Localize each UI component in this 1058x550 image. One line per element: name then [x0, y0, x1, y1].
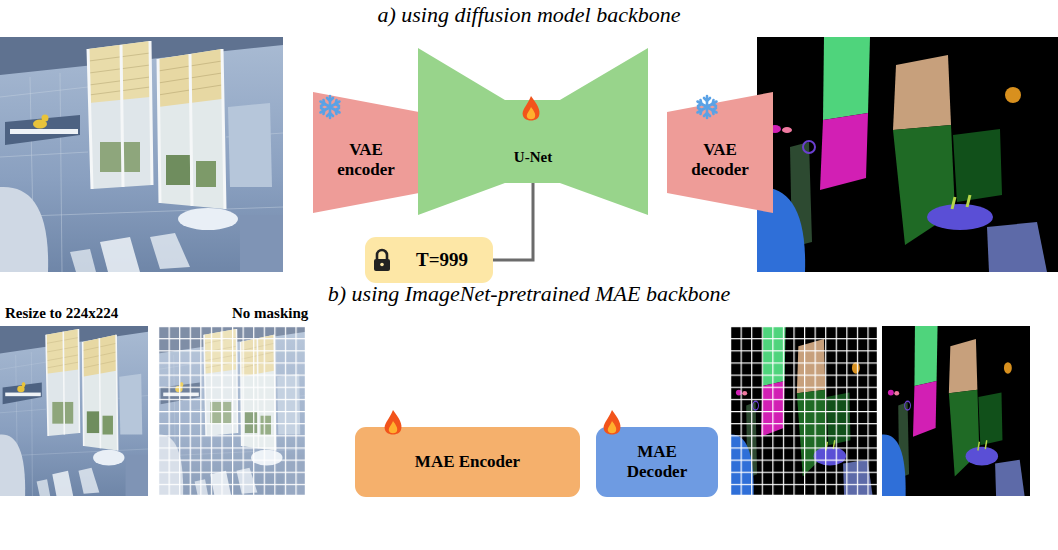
- trainable-flame: [604, 410, 621, 435]
- patched-photo-image: [158, 326, 306, 496]
- patch-grid-edge: [730, 326, 878, 496]
- node-content: MAE Decoder: [596, 427, 718, 497]
- frozen-snowflake-part: [698, 98, 716, 116]
- patch-grid-edge: [158, 326, 306, 496]
- decoder-block: VAE decoder: [667, 92, 773, 213]
- patch-grid: [730, 326, 878, 496]
- trainable-flame-part: [389, 421, 397, 433]
- unet-block-outline: [418, 48, 648, 215]
- encoder-box: MAE Encoder: [355, 427, 580, 497]
- panel-heading: b) using ImageNet-pretrained MAE backbon…: [0, 281, 1058, 307]
- frozen-snowflake: [321, 96, 340, 118]
- frozen-snowflake: [698, 96, 717, 118]
- lock-icon: [374, 250, 390, 271]
- trainable-flame-part: [523, 96, 540, 121]
- resized-photo: [0, 326, 148, 496]
- node-label: MAE Decoder: [617, 442, 697, 481]
- node-content: VAE encoder: [313, 92, 419, 213]
- frozen-snowflake-part: [321, 96, 340, 118]
- timestep-box-fill: [365, 237, 493, 283]
- node-content: U-Net: [418, 48, 648, 215]
- lock-icon-part: [380, 263, 384, 267]
- input-photo: [0, 37, 283, 272]
- unet-block-fill: [418, 48, 648, 215]
- output-segmentation: [757, 37, 1058, 272]
- panel-heading-text: a) using diffusion model backbone: [0, 2, 1058, 28]
- trainable-flame-part: [608, 421, 616, 433]
- patched-segmentation: [730, 326, 878, 496]
- node-label: MAE Encoder: [415, 452, 520, 472]
- patch-wash: [158, 326, 306, 496]
- trainable-flame: [523, 96, 540, 121]
- encoder-block: VAE encoder: [313, 92, 419, 213]
- trainable-flame-part: [527, 107, 535, 119]
- node-label: U-Net: [514, 149, 552, 166]
- connector-line: [493, 183, 533, 260]
- panel-heading-text: b) using ImageNet-pretrained MAE backbon…: [0, 281, 1058, 307]
- node-label: VAE encoder: [327, 140, 405, 179]
- frozen-snowflake-part: [698, 96, 717, 118]
- step-note-text: No masking: [232, 305, 342, 322]
- trainable-flame-part: [604, 410, 621, 435]
- node-label: T=999: [416, 249, 468, 271]
- patch-grid: [158, 326, 306, 496]
- step-note-text: Resize to 224x224: [5, 305, 205, 322]
- lock-icon-part: [377, 250, 387, 259]
- node-content: T=999: [365, 237, 493, 283]
- step-note: Resize to 224x224: [5, 305, 205, 322]
- decoder-box: MAE Decoder: [596, 427, 718, 497]
- final-segmentation: [882, 326, 1030, 496]
- encoder-box-fill: [355, 427, 580, 497]
- patched-photo: [158, 326, 306, 496]
- patched-seg-image: [730, 326, 878, 496]
- panel-heading: a) using diffusion model backbone: [0, 2, 1058, 28]
- node-label: VAE decoder: [681, 140, 759, 179]
- trainable-flame: [385, 410, 402, 435]
- trainable-flame-part: [385, 410, 402, 435]
- decoder-box-fill: [596, 427, 718, 497]
- unet-block: U-Net: [418, 48, 648, 215]
- decoder-block-fill: [667, 92, 773, 213]
- frozen-snowflake-part: [321, 98, 339, 116]
- encoder-block-fill: [313, 92, 419, 213]
- timestep-box: T=999: [365, 237, 493, 283]
- edge-group: [493, 183, 533, 260]
- lock-icon-part: [374, 259, 390, 271]
- step-note: No masking: [232, 305, 342, 322]
- node-content: VAE decoder: [667, 92, 773, 213]
- node-content: MAE Encoder: [355, 427, 580, 497]
